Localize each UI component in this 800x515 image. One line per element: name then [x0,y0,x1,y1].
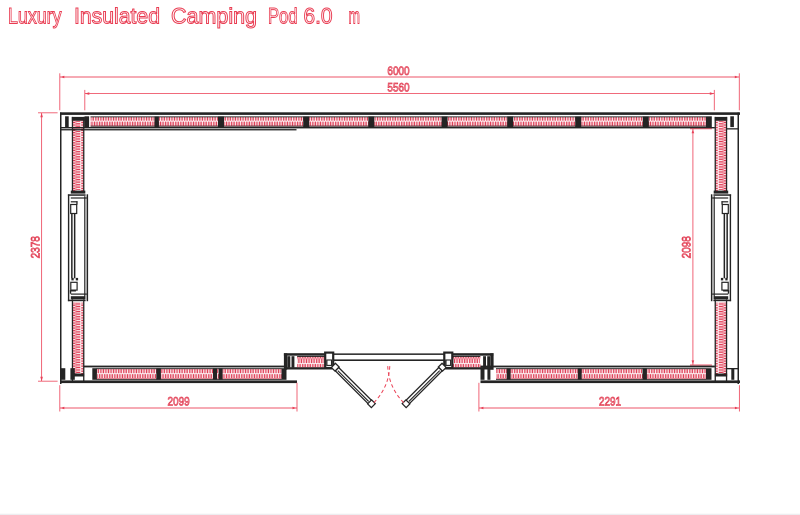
svg-text:m: m [349,4,361,29]
svg-text:2291: 2291 [599,396,621,409]
svg-text:2098: 2098 [681,236,694,258]
svg-text:Insulated: Insulated [74,4,160,29]
svg-text:2099: 2099 [167,396,189,409]
svg-text:2378: 2378 [30,236,43,258]
svg-text:Camping: Camping [171,4,257,29]
svg-text:Luxury: Luxury [8,4,62,29]
svg-text:5560: 5560 [387,82,409,95]
svg-text:6000: 6000 [387,65,409,78]
svg-text:Pod: Pod [268,4,298,29]
svg-text:6.0: 6.0 [304,4,333,29]
